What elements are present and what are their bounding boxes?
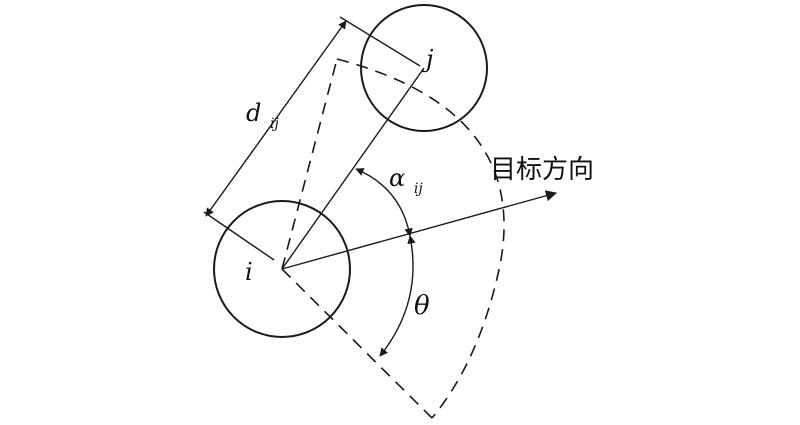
- agent-j-circle: [360, 4, 488, 132]
- sector-upper-dashed-line: [281, 58, 338, 270]
- sector-lower-dashed-line: [281, 268, 433, 419]
- distance-label: d ij: [246, 99, 279, 132]
- distance-dimension-line: [205, 20, 347, 217]
- target-direction-arrow: [281, 190, 558, 270]
- distance-extension-i: [203, 211, 275, 261]
- center-line: [281, 67, 425, 270]
- alpha-angle-arc: [355, 168, 413, 237]
- theta-angle-arc: [379, 235, 416, 357]
- distance-label-main: d: [246, 99, 261, 127]
- alpha-label: α ij: [389, 164, 423, 197]
- alpha-label-main: α: [389, 164, 405, 192]
- target-direction-label: 目标方向: [490, 155, 594, 185]
- distance-label-subscript: ij: [270, 116, 279, 132]
- alpha-label-subscript: ij: [414, 181, 423, 197]
- theta-label: θ: [414, 291, 430, 321]
- agent-i-label: i: [245, 258, 253, 286]
- distance-extension-j: [339, 16, 421, 67]
- sector-outer-dashed-arc: [336, 58, 505, 419]
